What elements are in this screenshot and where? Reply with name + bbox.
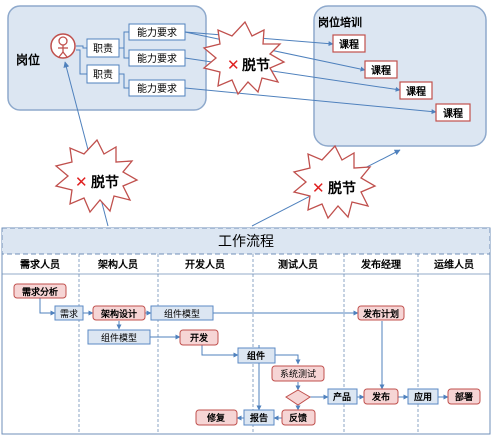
svg-text:发布计划: 发布计划 bbox=[362, 308, 399, 320]
svg-text:修复: 修复 bbox=[206, 412, 226, 424]
svg-text:发布: 发布 bbox=[371, 391, 390, 403]
node-requirement: 需求 bbox=[54, 305, 84, 321]
svg-text:能力要求: 能力要求 bbox=[137, 82, 177, 95]
node-arch-design: 架构设计 bbox=[92, 305, 146, 321]
workflow-title: 工作流程 bbox=[218, 234, 274, 250]
node-req-analysis: 需求分析 bbox=[13, 283, 67, 299]
node-deploy: 部署 bbox=[447, 388, 481, 405]
duty-box-1: 职责 bbox=[86, 38, 120, 58]
svg-text:组件: 组件 bbox=[247, 350, 265, 362]
lane-header-architecture: 架构人员 bbox=[97, 258, 138, 271]
svg-text:产品: 产品 bbox=[333, 391, 351, 403]
node-release-plan: 发布计划 bbox=[357, 305, 405, 321]
role-label: 岗位 bbox=[16, 52, 40, 67]
person-icon bbox=[50, 33, 76, 59]
svg-text:部署: 部署 bbox=[455, 391, 473, 403]
node-product: 产品 bbox=[327, 388, 358, 405]
svg-text:课程: 课程 bbox=[339, 38, 359, 51]
disconnect-burst-right: ✕ 脱节 bbox=[292, 144, 377, 220]
lane-header-operations: 运维人员 bbox=[434, 258, 474, 271]
course-box-2: 课程 bbox=[364, 60, 398, 79]
ability-box-3: 能力要求 bbox=[128, 79, 186, 97]
node-feedback: 反馈 bbox=[281, 409, 316, 426]
cross-icon: ✕ bbox=[312, 179, 325, 197]
node-component-model: 组件模型 bbox=[150, 305, 214, 321]
disconnect-burst-left: ✕ 脱节 bbox=[54, 138, 139, 214]
ability-box-2: 能力要求 bbox=[128, 49, 186, 67]
duty-box-2: 职责 bbox=[86, 64, 120, 84]
lane-header-development: 开发人员 bbox=[185, 258, 225, 271]
training-label: 岗位培训 bbox=[318, 15, 362, 29]
cross-icon: ✕ bbox=[75, 173, 88, 191]
node-component: 组件 bbox=[237, 347, 276, 364]
svg-text:能力要求: 能力要求 bbox=[137, 26, 177, 39]
svg-text:脱节: 脱节 bbox=[242, 57, 270, 74]
node-system-test: 系统测试 bbox=[271, 365, 325, 382]
svg-text:系统测试: 系统测试 bbox=[280, 368, 316, 380]
svg-text:应用: 应用 bbox=[414, 391, 432, 403]
node-component-model-2: 组件模型 bbox=[87, 329, 151, 345]
disconnect-burst-top: ✕ 脱节 bbox=[202, 20, 286, 96]
svg-text:架构设计: 架构设计 bbox=[100, 308, 137, 320]
node-release: 发布 bbox=[363, 388, 399, 405]
svg-text:反馈: 反馈 bbox=[289, 412, 307, 424]
svg-text:课程: 课程 bbox=[371, 64, 391, 77]
svg-text:职责: 职责 bbox=[93, 68, 113, 81]
course-box-1: 课程 bbox=[332, 34, 366, 53]
svg-text:需求分析: 需求分析 bbox=[22, 286, 58, 298]
lane-header-release: 发布经理 bbox=[360, 258, 401, 271]
node-report: 报告 bbox=[243, 409, 275, 426]
svg-text:报告: 报告 bbox=[250, 412, 268, 424]
course-box-3: 课程 bbox=[399, 81, 433, 100]
cross-icon: ✕ bbox=[227, 56, 240, 74]
svg-text:课程: 课程 bbox=[406, 85, 426, 98]
svg-text:能力要求: 能力要求 bbox=[137, 52, 177, 65]
svg-text:职责: 职责 bbox=[93, 42, 113, 55]
node-apply: 应用 bbox=[407, 388, 439, 405]
svg-text:脱节: 脱节 bbox=[328, 180, 356, 197]
decision-diamond bbox=[285, 389, 311, 406]
ability-box-1: 能力要求 bbox=[128, 23, 186, 41]
node-develop: 开发 bbox=[179, 329, 219, 346]
course-box-4: 课程 bbox=[435, 103, 471, 122]
svg-text:需求: 需求 bbox=[60, 308, 78, 320]
svg-text:组件模型: 组件模型 bbox=[164, 308, 200, 320]
svg-text:组件模型: 组件模型 bbox=[101, 332, 137, 344]
svg-text:课程: 课程 bbox=[443, 107, 463, 120]
node-fix: 修复 bbox=[195, 409, 238, 426]
lane-header-requirements: 需求人员 bbox=[20, 258, 60, 271]
svg-text:脱节: 脱节 bbox=[91, 174, 119, 191]
lane-header-testing: 测试人员 bbox=[278, 258, 318, 271]
svg-text:开发: 开发 bbox=[190, 332, 209, 344]
